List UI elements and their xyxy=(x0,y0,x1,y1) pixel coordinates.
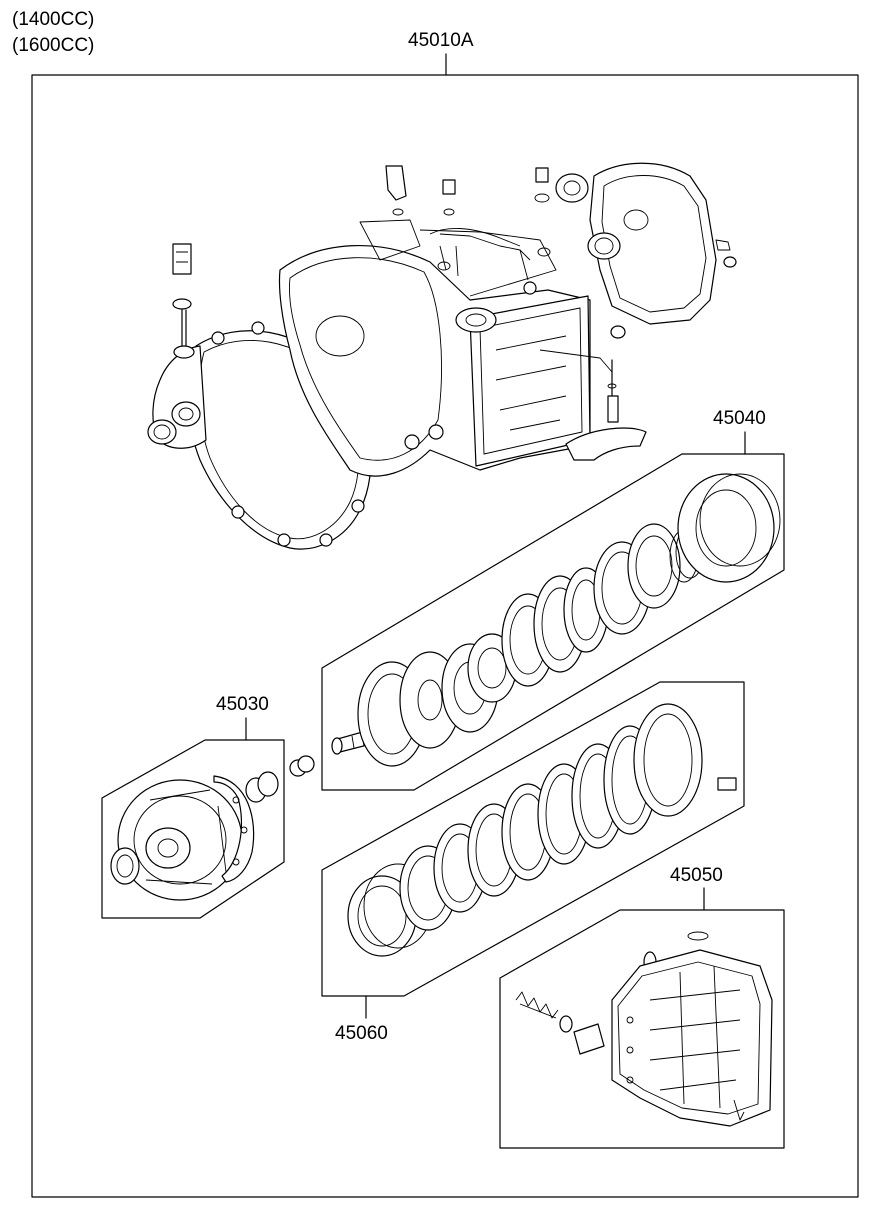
part-label-45010a[interactable]: 45010A xyxy=(408,30,474,51)
clutch-pack-illustration xyxy=(331,473,781,767)
part-label-45060[interactable]: 45060 xyxy=(335,1023,388,1044)
part-label-45050[interactable]: 45050 xyxy=(670,865,723,886)
assembly-frame xyxy=(31,53,859,1198)
engine-variant-1400cc: (1400CC) xyxy=(12,9,95,30)
valve-body-group-outline xyxy=(499,887,785,1149)
part-label-45030[interactable]: 45030 xyxy=(216,694,269,715)
valve-body-illustration xyxy=(515,931,773,1127)
multi-plate-group-outline xyxy=(321,681,745,1019)
part-label-45040[interactable]: 45040 xyxy=(713,408,766,429)
clutch-pack-group-outline xyxy=(321,431,785,791)
oil-pump-group-outline xyxy=(101,717,285,919)
engine-variant-1600cc: (1600CC) xyxy=(12,35,95,56)
oil-pump-illustration xyxy=(110,755,315,901)
multi-plate-set-illustration xyxy=(347,703,737,957)
transaxle-case-illustration xyxy=(147,162,737,550)
